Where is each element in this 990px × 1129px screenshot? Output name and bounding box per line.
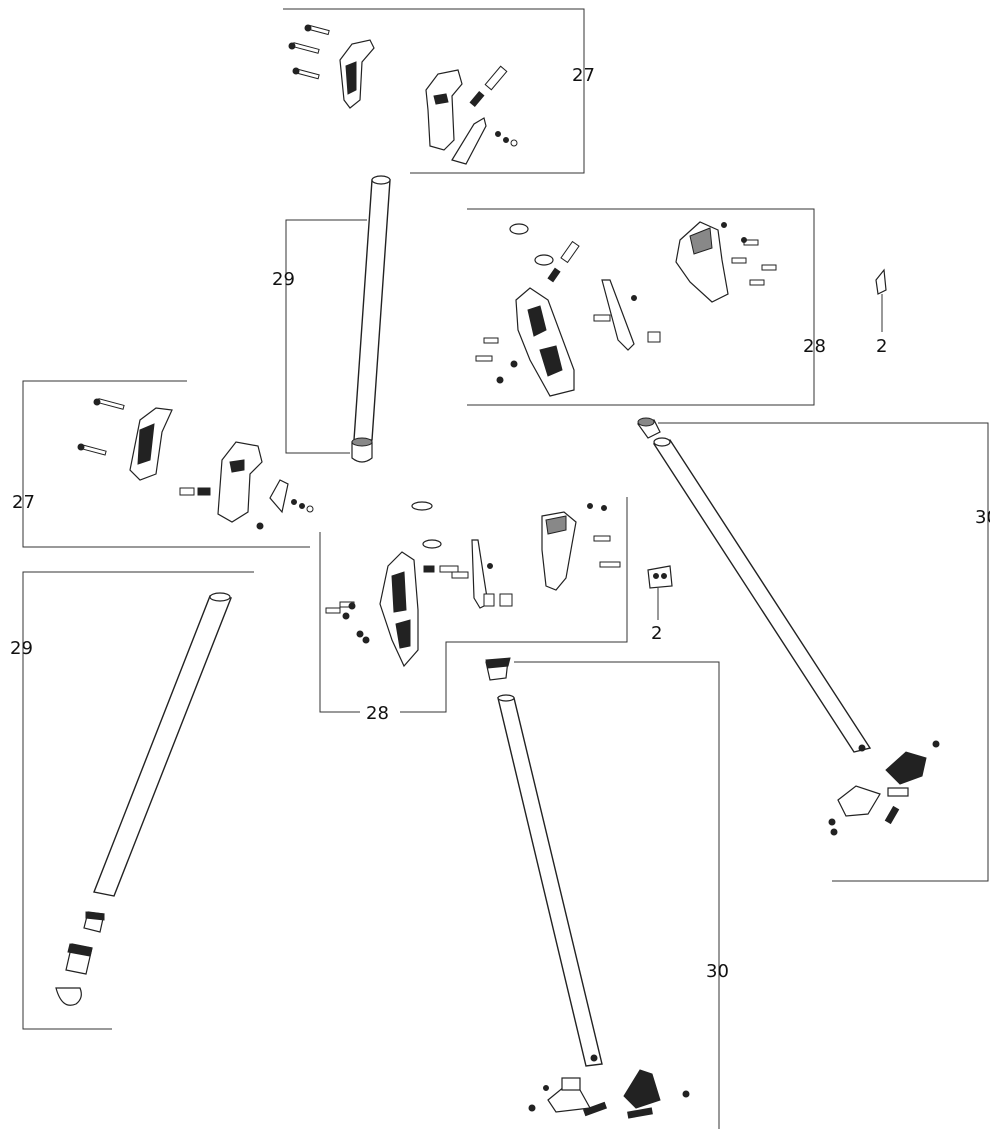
group-30-right: 30 — [636, 417, 990, 882]
foot-cap-29-left — [55, 987, 82, 1006]
foot-bracket-30-right — [885, 751, 927, 785]
callout-28-upper: 28 — [803, 336, 826, 357]
cam-plate-upper — [451, 117, 487, 165]
group-2-center: 2 — [647, 565, 673, 644]
end-cap-29-upper — [351, 441, 373, 463]
group-29-left: 29 — [10, 571, 254, 1030]
callout-29-left: 29 — [10, 638, 33, 659]
group-28-center: 28 — [319, 497, 628, 724]
screws-27-left — [77, 398, 125, 456]
bracket-27-upper — [283, 8, 585, 174]
top-clamp-upper — [675, 221, 729, 303]
callout-28-center: 28 — [366, 703, 389, 724]
callout-27-upper: 27 — [572, 65, 595, 86]
callout-29-upper: 29 — [272, 269, 295, 290]
latch-lever-upper — [339, 39, 375, 109]
pin-left — [179, 487, 195, 496]
group-27-upper: 27 — [283, 8, 595, 174]
frame-body-upper — [515, 287, 575, 397]
tube-29-left — [93, 595, 232, 897]
callout-30-bottom: 30 — [706, 961, 729, 982]
spring-left — [197, 487, 211, 496]
bracket-30-bottom — [514, 661, 720, 1129]
group-27-left: 27 — [12, 380, 314, 548]
clip-2-upper — [875, 268, 887, 295]
bracket-27-left — [22, 380, 310, 548]
ring-a-upper — [509, 223, 529, 235]
bracket-29-upper — [285, 219, 367, 454]
foot-right-30-bottom — [623, 1069, 661, 1109]
tube-30-bottom — [497, 697, 603, 1067]
spring-upper — [469, 91, 485, 107]
bracket-28-upper — [467, 208, 815, 406]
group-2-upper: 2 — [875, 268, 887, 357]
clip-2-center — [647, 565, 673, 589]
screws-27-upper — [288, 24, 330, 80]
group-28-upper: 28 — [467, 208, 826, 406]
bracket-30-right — [658, 422, 989, 882]
bracket-28-center — [319, 532, 360, 713]
clamp-body-upper — [425, 69, 463, 151]
bracket-28-center-right — [400, 497, 628, 713]
group-29-upper: 29 — [272, 175, 391, 463]
group-30-bottom: 30 — [485, 657, 729, 1129]
callout-30-right: 30 — [975, 507, 990, 528]
tube-30-right — [652, 439, 872, 753]
pin-upper — [484, 65, 508, 91]
callout-2-center: 2 — [651, 623, 662, 644]
cam-plate-left — [269, 479, 289, 514]
callout-27-left: 27 — [12, 492, 35, 513]
bracket-29-left — [22, 571, 254, 1030]
clamp-body-left — [217, 441, 263, 523]
tube-29-upper — [353, 179, 391, 441]
link-arm-upper — [601, 279, 635, 351]
callout-2-upper: 2 — [876, 336, 887, 357]
